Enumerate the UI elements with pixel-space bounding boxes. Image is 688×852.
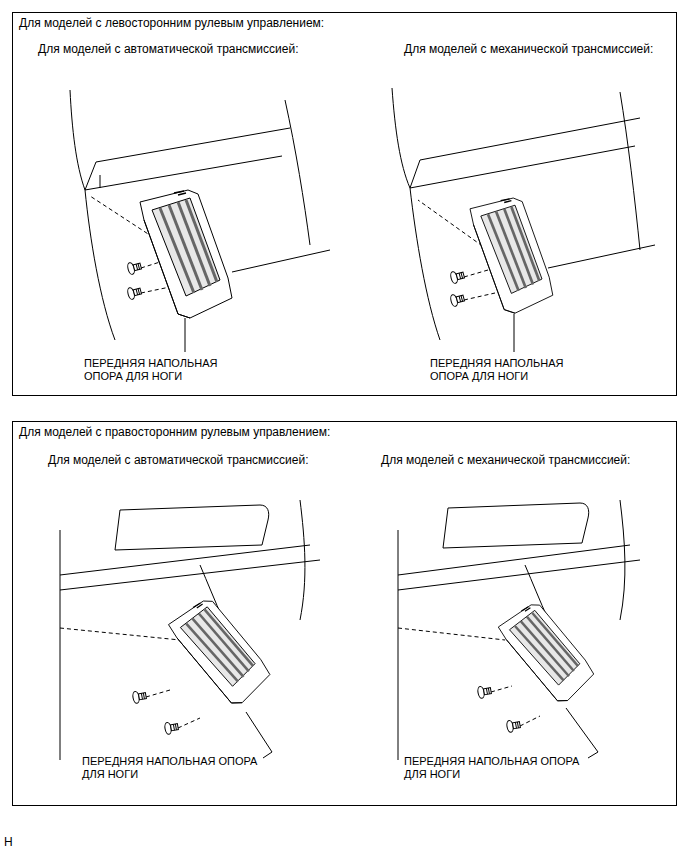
- frame-heading: Для моделей с правосторонним рулевым упр…: [19, 425, 330, 439]
- line-art: [60, 530, 61, 760]
- line-art: [450, 292, 466, 307]
- part-name: ПЕРЕДНЯЯ НАПОЛЬНАЯ ОПОРА ДЛЯ НОГИ: [84, 357, 224, 382]
- line-art: [140, 190, 232, 318]
- line-art: [491, 686, 540, 726]
- line-art: [566, 708, 598, 758]
- line-art: [506, 719, 521, 733]
- line-art: [450, 269, 466, 284]
- line-art: [85, 156, 282, 190]
- line-art: [285, 100, 310, 245]
- group-frame: Для моделей с правосторонним рулевым упр…: [12, 421, 677, 806]
- line-art: [70, 90, 85, 190]
- label-text: Для моделей с механической трансмиссией:: [381, 454, 630, 468]
- line-art: [127, 260, 143, 275]
- part-name: ПЕРЕДНЯЯ НАПОЛЬНАЯ ОПОРА ДЛЯ НОГИ: [404, 755, 589, 780]
- line-art: [410, 188, 440, 340]
- line-art: [477, 685, 492, 699]
- line-art: [620, 500, 625, 620]
- line-art: [470, 198, 553, 313]
- part-name: ПЕРЕДНЯЯ НАПОЛЬНАЯ ОПОРА ДЛЯ НОГИ: [82, 755, 267, 780]
- part-name: ПЕРЕДНЯЯ НАПОЛЬНАЯ ОПОРА ДЛЯ НОГИ: [430, 357, 570, 382]
- line-art: [398, 628, 505, 640]
- line-art: [60, 628, 180, 640]
- line-art: [410, 118, 640, 188]
- line-art: [60, 500, 320, 760]
- line-art: [464, 270, 495, 300]
- line-art: [60, 560, 320, 590]
- line-art: [85, 190, 115, 340]
- line-art: [398, 500, 640, 760]
- label-text: Для моделей с автоматической трансмиссие…: [38, 43, 298, 57]
- line-art: [300, 500, 305, 620]
- line-art: [185, 318, 186, 352]
- line-art: [398, 560, 640, 590]
- line-art: [146, 690, 200, 728]
- line-art: [132, 690, 147, 704]
- label-text: Для моделей с механической трансмиссией:: [404, 43, 653, 57]
- line-art: [85, 128, 290, 190]
- frame-heading: Для моделей с левосторонним рулевым упра…: [19, 16, 324, 30]
- line-art: [70, 90, 330, 352]
- line-art: [115, 505, 269, 550]
- line-art: [232, 250, 330, 272]
- group-frame: Для моделей с левосторонним рулевым упра…: [12, 12, 677, 396]
- line-art: [495, 593, 599, 714]
- line-art: [165, 588, 276, 717]
- line-art: [443, 503, 589, 548]
- line-art: [620, 92, 640, 250]
- line-art: [60, 545, 310, 575]
- line-art: [514, 314, 515, 352]
- line-art: [246, 712, 272, 758]
- line-art: [127, 285, 143, 300]
- line-art: [100, 175, 101, 188]
- line-art: [398, 530, 399, 760]
- line-art: [164, 721, 179, 735]
- label-text: Для моделей с автоматической трансмиссие…: [48, 454, 308, 468]
- line-art: [398, 545, 630, 575]
- label-text: H: [4, 836, 13, 850]
- line-art: [410, 146, 635, 188]
- line-art: [548, 245, 655, 268]
- line-art: [392, 88, 655, 352]
- line-art: [392, 88, 410, 188]
